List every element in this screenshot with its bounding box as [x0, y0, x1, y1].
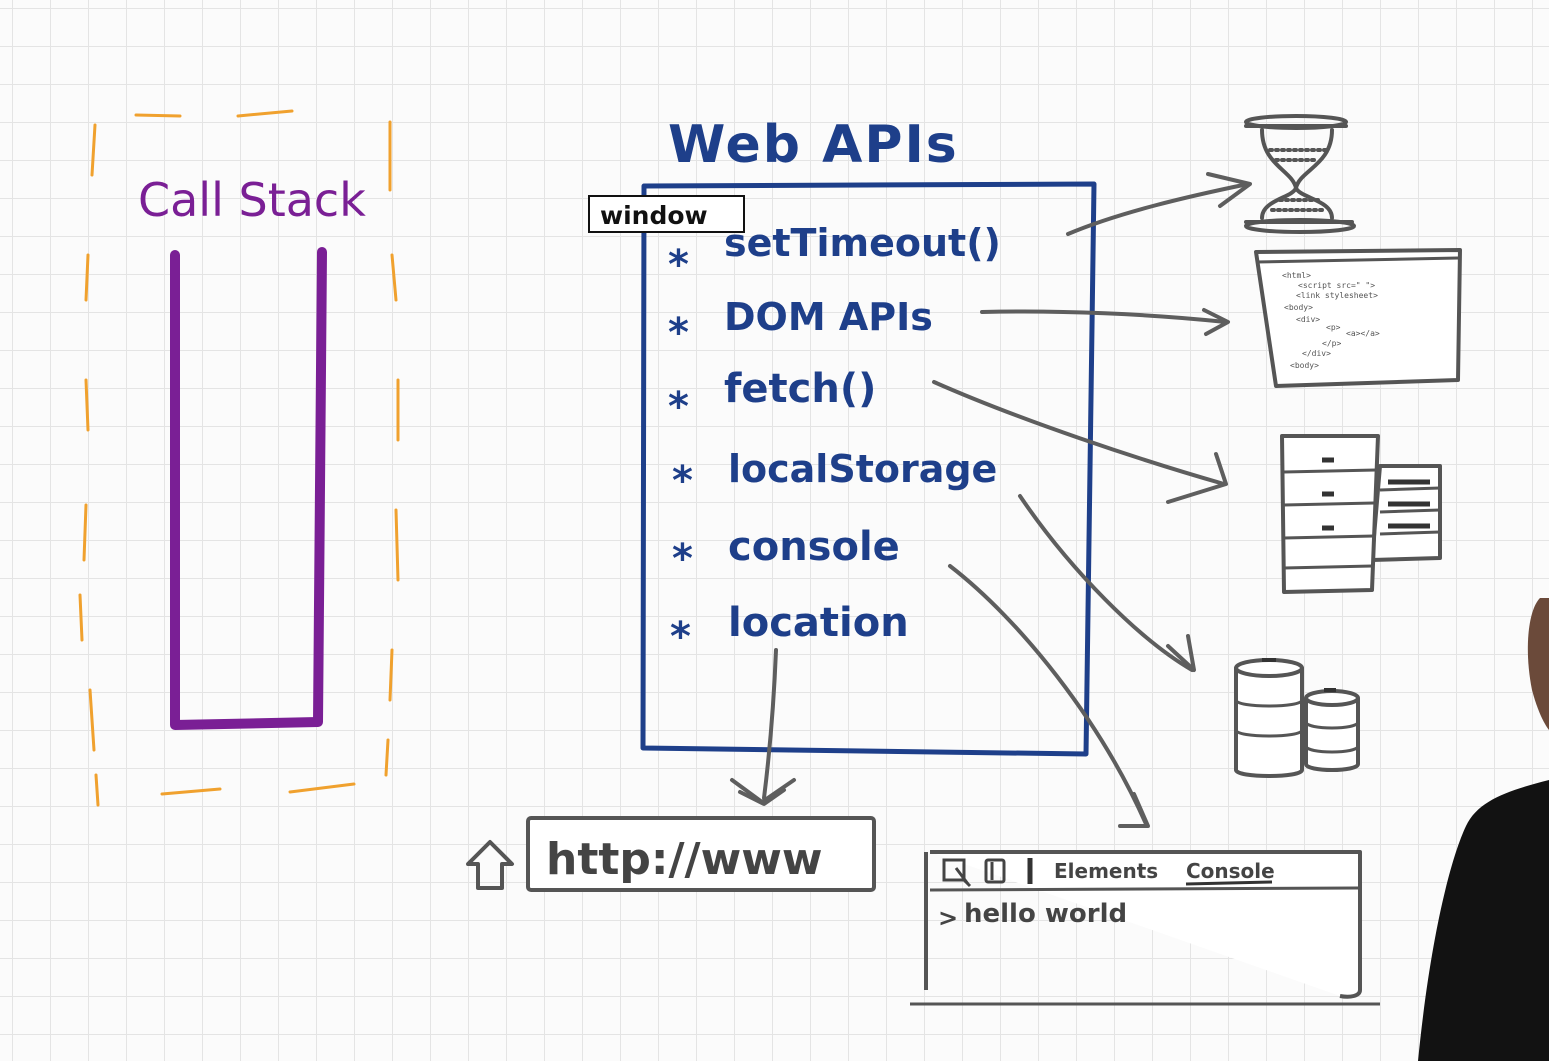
- devtools-toolbar-divider: [929, 886, 1359, 892]
- call-stack-region: Call Stack: [78, 109, 400, 807]
- inspect-element-icon: [942, 858, 972, 888]
- api-item-fetch: fetch(): [724, 366, 876, 412]
- home-icon: [466, 840, 514, 890]
- bullet-4: *: [672, 458, 693, 504]
- web-apis-title: Web APIs: [668, 115, 959, 175]
- api-item-settimeout: setTimeout(): [724, 221, 1001, 265]
- tab-console-underline: [1185, 880, 1273, 886]
- arrow-settimeout-to-hourglass: [1066, 172, 1252, 236]
- url-bar-text: http://www: [546, 834, 823, 885]
- html-code-line-4: <body>: [1284, 303, 1313, 312]
- arrow-location-to-urlbar: [730, 648, 796, 806]
- devtools-panel: Elements Console > hello world: [910, 850, 1380, 1006]
- html-code-lines: <html> <script src=" "> <link stylesheet…: [1282, 271, 1380, 370]
- html-document-icon: <html> <script src=" "> <link stylesheet…: [1254, 248, 1462, 388]
- api-item-dom-apis: DOM APIs: [724, 295, 933, 339]
- url-bar: http://www: [466, 816, 876, 892]
- call-stack-label: Call Stack: [138, 173, 366, 227]
- html-code-line-3: <link stylesheet>: [1296, 291, 1378, 300]
- html-code-line-1: <html>: [1282, 271, 1311, 280]
- console-log-line: hello world: [964, 899, 1127, 929]
- arrow-dom-to-document: [980, 308, 1230, 336]
- api-item-console: console: [728, 524, 900, 570]
- web-apis-region: Web APIs window * setTimeout() * DOM API…: [588, 115, 1097, 757]
- html-code-line-8: </p>: [1322, 339, 1341, 348]
- server-rack-icon: [1280, 434, 1442, 594]
- arrow-localstorage-to-database: [1018, 494, 1196, 672]
- html-code-line-5: <div>: [1296, 315, 1320, 324]
- bullet-3: *: [668, 384, 689, 430]
- html-code-line-6: <p>: [1326, 323, 1341, 332]
- call-stack-dashed-border: [78, 109, 400, 807]
- html-code-line-9: </div>: [1302, 349, 1331, 358]
- html-code-line-2: <script src=" ">: [1298, 281, 1375, 290]
- api-item-location: location: [728, 600, 909, 646]
- arrow-fetch-to-server: [932, 380, 1228, 504]
- bullet-1: *: [668, 242, 689, 288]
- html-code-line-10: <body>: [1290, 361, 1319, 370]
- tab-console: Console: [1186, 859, 1275, 883]
- call-stack-container: [170, 247, 327, 730]
- bullet-5: *: [672, 536, 693, 582]
- console-prompt: >: [938, 904, 958, 932]
- window-tag-box: [588, 195, 745, 233]
- hourglass-icon: [1244, 114, 1356, 234]
- arrows: [730, 172, 1252, 828]
- web-apis-box: [640, 181, 1097, 757]
- url-bar-box: [526, 816, 876, 892]
- html-code-line-7: <a></a>: [1346, 329, 1380, 338]
- device-toolbar-icon: [984, 858, 1006, 884]
- api-item-localstorage: localStorage: [728, 447, 997, 491]
- bullet-6: *: [670, 614, 691, 660]
- database-icon: [1234, 658, 1360, 778]
- arrow-console-to-devtools: [948, 564, 1150, 828]
- presenter-figure: [1418, 598, 1549, 1061]
- tab-elements: Elements: [1054, 859, 1158, 883]
- window-tag-label: window: [600, 201, 708, 230]
- bullet-2: *: [668, 310, 689, 356]
